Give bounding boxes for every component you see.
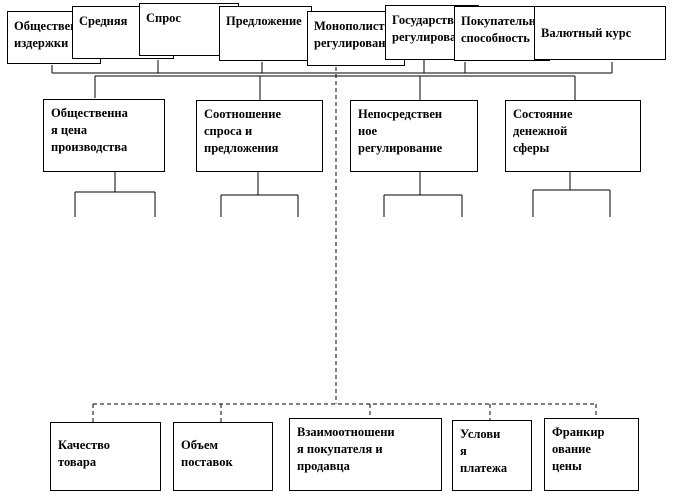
factor-box-direct-regulation: Непосредствен ное регулирование — [350, 100, 478, 172]
factor-box-product-quality: Качество товара — [50, 422, 161, 491]
factor-box-social-production-price: Общественна я цена производства — [43, 99, 165, 172]
factor-box-monetary-condition: Состояние денежной сферы — [505, 100, 641, 172]
factor-box-supply-demand-ratio: Соотношение спроса и предложения — [196, 100, 323, 172]
factor-box-price-franking: Франкир ование цены — [544, 418, 639, 491]
factor-box-buyer-seller-relations: Взаимоотношени я покупателя и продавца — [289, 418, 442, 491]
factor-box-supply: Предложение — [219, 6, 312, 61]
factor-box-delivery-volume: Объем поставок — [173, 422, 273, 491]
factor-box-exchange-rate: Валютный курс — [534, 6, 666, 60]
factor-box-payment-terms: Услови я платежа — [452, 420, 532, 491]
